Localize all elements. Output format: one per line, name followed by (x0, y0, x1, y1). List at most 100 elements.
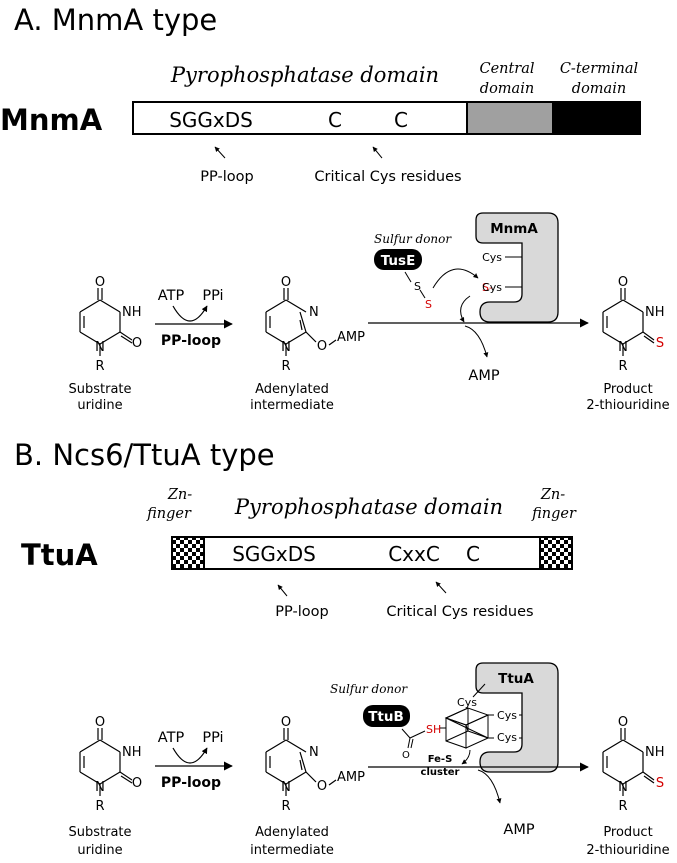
pyrophosphatase-domain-b (171, 536, 573, 570)
substrate-label-b-1: Substrate (68, 825, 131, 840)
svg-text:R: R (618, 359, 627, 374)
sulfur-donor-label-b: Sulfur donor (330, 682, 408, 696)
pyrophosphatase-domain-label: Pyrophosphatase domain (170, 63, 439, 87)
sulfur-transfer-arrow-2 (459, 295, 471, 323)
panel-b-title: B. Ncs6/TtuA type (14, 438, 275, 472)
amp-release-arrow-b (477, 769, 502, 804)
pyrophosphatase-domain-label-b: Pyrophosphatase domain (234, 495, 503, 519)
critical-cys-annotation-b: Critical Cys residues (386, 604, 533, 620)
svg-text:O: O (317, 339, 327, 354)
svg-text:O: O (132, 776, 142, 791)
cys-label-2: Cys (482, 281, 502, 294)
zn-finger-right-2: finger (531, 506, 577, 522)
pp-loop-annotation: PP-loop (200, 169, 253, 185)
adenylated-intermediate-structure-b: O N O AMP N R (265, 715, 365, 814)
svg-text:R: R (281, 359, 290, 374)
amp-release-arrow (464, 325, 489, 358)
substrate-label-1: Substrate (68, 382, 131, 397)
tuse-label: TusE (381, 253, 416, 269)
product-label-1: Product (603, 382, 652, 397)
svg-text:S: S (414, 280, 421, 293)
intermediate-label-2: intermediate (250, 398, 334, 413)
svg-text:N: N (95, 340, 105, 355)
fes-label-2: cluster (421, 767, 460, 778)
product-label-2: 2-thiouridine (586, 398, 669, 413)
svg-text:R: R (281, 799, 290, 814)
motif-sggxds-b: SGGxDS (232, 542, 316, 566)
central-domain (466, 101, 554, 135)
ttua-enzyme-label: TtuA (498, 671, 534, 687)
product-thiouridine-structure-b: O NH S N R (602, 715, 665, 814)
svg-text:N: N (281, 340, 291, 355)
cys-label-1: Cys (482, 251, 502, 264)
ppi-label-b: PPi (202, 730, 223, 746)
pp-loop-step-label-b: PP-loop (161, 775, 221, 791)
cys-arrow (372, 146, 383, 159)
intermediate-label-1: Adenylated (255, 382, 329, 397)
adenylated-intermediate-structure: O N O AMP N R (265, 275, 365, 374)
central-domain-label-2: domain (480, 81, 534, 97)
zn-finger-right (539, 536, 573, 570)
zn-finger-left-2: finger (146, 506, 192, 522)
c-terminal-domain (552, 101, 641, 135)
svg-text:O: O (317, 779, 327, 794)
substrate-uridine-structure: O NH O N R (79, 275, 142, 374)
svg-text:R: R (95, 799, 104, 814)
critical-cys-annotation: Critical Cys residues (314, 169, 461, 185)
motif-cys-b: C (466, 542, 480, 566)
product-label-b-1: Product (603, 825, 652, 840)
fes-label-1: Fe-S (428, 754, 453, 765)
svg-text:N: N (618, 340, 628, 355)
sulfur-atom-ttub: S (426, 723, 433, 736)
svg-text:NH: NH (645, 745, 665, 760)
sulfur-atom-tuse: S (425, 298, 432, 311)
svg-text:-: - (489, 281, 493, 294)
svg-text:NH: NH (122, 305, 142, 320)
pp-loop-arrow-b (277, 584, 288, 597)
panel-a: A. MnmA type Pyrophosphatase domain Cent… (0, 3, 670, 413)
sulfur-transfer-arrow-1 (432, 268, 479, 289)
cys-label-b-3: Cys (497, 731, 517, 744)
tuse-box (374, 249, 422, 270)
svg-text:N: N (95, 780, 105, 795)
motif-cxxc: CxxC (388, 542, 440, 566)
intermediate-label-b-2: intermediate (250, 843, 334, 858)
amp-label-b: AMP (503, 822, 534, 838)
ppi-label: PPi (202, 288, 223, 304)
atp-label: ATP (158, 288, 185, 304)
substrate-label-b-2: uridine (77, 843, 122, 858)
atp-label-b: ATP (158, 730, 185, 746)
svg-text:N: N (309, 745, 319, 760)
cys-arrow-b (435, 581, 447, 594)
protein-name-ttua: TtuA (21, 538, 98, 572)
svg-text:AMP: AMP (337, 770, 365, 785)
mnma-enzyme-label: MnmA (490, 221, 538, 237)
svg-text:R: R (95, 359, 104, 374)
panel-a-title: A. MnmA type (14, 3, 217, 37)
sulfur-atom-mnma: S (482, 281, 489, 294)
zn-finger-right-1: Zn- (540, 487, 565, 503)
sulfur-transfer-arrow-b (461, 749, 471, 765)
svg-text:O: O (132, 336, 142, 351)
svg-text:AMP: AMP (337, 330, 365, 345)
svg-text:H: H (433, 723, 441, 736)
central-domain-label-1: Central (479, 61, 534, 77)
svg-text:O: O (95, 275, 105, 290)
svg-text:O: O (618, 715, 628, 730)
cterm-domain-label-1: C-terminal (560, 61, 639, 77)
substrate-uridine-structure-b: O NH O N R (79, 715, 142, 814)
mnma-enzyme-shape (475, 212, 559, 323)
amp-label: AMP (468, 368, 499, 384)
product-thiouridine-structure: O NH S N R (602, 275, 665, 374)
cys-label-b-2: Cys (497, 709, 517, 722)
ttub-box (363, 705, 410, 727)
motif-cys-2: C (394, 108, 408, 132)
svg-text:N: N (281, 780, 291, 795)
svg-text:NH: NH (645, 305, 665, 320)
pp-loop-arrow (214, 146, 226, 159)
sulfur-donor-label: Sulfur donor (374, 232, 452, 246)
svg-text:O: O (281, 715, 291, 730)
product-label-b-2: 2-thiouridine (586, 843, 669, 858)
pp-loop-annotation-b: PP-loop (275, 604, 328, 620)
